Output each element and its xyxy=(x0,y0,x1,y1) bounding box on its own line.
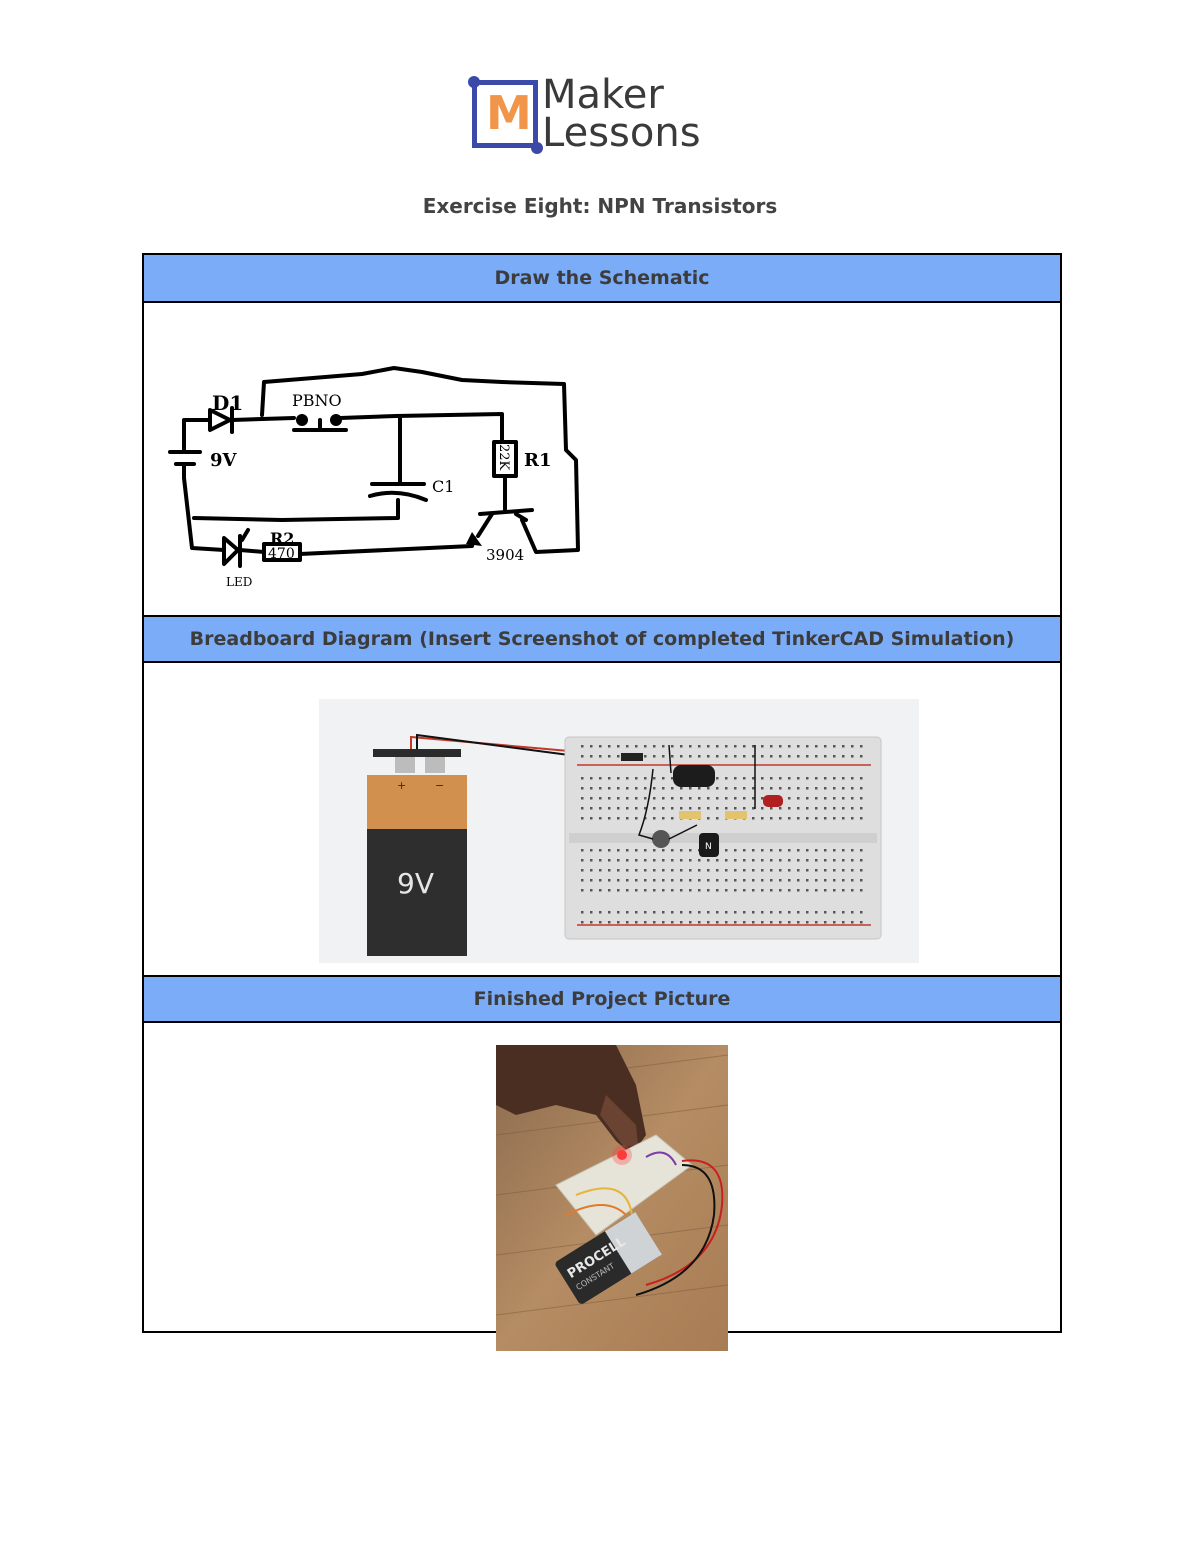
schematic-led-symbol xyxy=(222,536,240,566)
schematic-label-led: LED xyxy=(226,575,252,589)
battery-plus-sign: + xyxy=(397,779,406,792)
bb-led xyxy=(763,795,783,807)
breadboard-screenshot: + − 9V N xyxy=(319,699,919,963)
schematic-wire-battery-top xyxy=(182,418,212,452)
bb-pushbutton xyxy=(652,830,670,848)
logo-frame xyxy=(472,80,538,148)
schematic-wire-battery-bottom xyxy=(182,462,226,552)
battery-body xyxy=(367,829,467,956)
schematic-cell: D1 PBNO 9V C1 R1 22K R2 470 LED 3904 xyxy=(144,305,1060,615)
schematic-wire-diode-switch xyxy=(230,416,296,422)
page-title: Exercise Eight: NPN Transistors xyxy=(422,194,778,218)
schematic-diode-symbol xyxy=(208,408,232,432)
schematic-transistor-base xyxy=(478,508,534,516)
worksheet-table: Draw the Schematic xyxy=(142,253,1062,1333)
schematic-label-diode: D1 xyxy=(212,391,243,415)
bb-transistor-mark: N xyxy=(705,842,712,852)
schematic-capacitor-plate-2 xyxy=(368,490,428,502)
logo-line-1: Maker xyxy=(542,72,664,118)
schematic-label-r2-value: 470 xyxy=(268,546,295,562)
bb-resistor-2 xyxy=(725,811,747,819)
battery-minus-sign: − xyxy=(435,779,444,792)
schematic-wire-capacitor-return xyxy=(192,498,400,522)
breadboard-drawing: + − 9V N xyxy=(367,733,882,956)
logo-line-2: Lessons xyxy=(542,110,701,156)
logo-dot-bottom xyxy=(531,142,543,154)
schematic-wire-switch-r1 xyxy=(338,412,504,442)
bb-transistor xyxy=(699,833,719,857)
schematic-drawing: D1 PBNO 9V C1 R1 22K R2 470 LED 3904 xyxy=(168,366,580,589)
schematic-label-transistor: 3904 xyxy=(486,546,524,564)
schematic-label-r1: R1 xyxy=(524,450,551,471)
battery-top-band xyxy=(367,775,467,829)
schematic-wire-outer xyxy=(260,366,580,554)
schematic-label-r1-value: 22K xyxy=(496,444,511,471)
maker-lessons-logo: M Maker Lessons xyxy=(468,72,748,156)
logo-dot-top xyxy=(468,76,480,88)
logo-monogram: M xyxy=(486,86,532,140)
section-header-schematic: Draw the Schematic xyxy=(144,255,1060,303)
photo-battery: PROCELL CONSTANT xyxy=(555,1212,662,1304)
breadboard-holes xyxy=(581,745,863,924)
bb-diode xyxy=(621,753,643,761)
schematic-label-battery: 9V xyxy=(210,450,238,471)
schematic-wire-r2-transistor xyxy=(298,536,476,556)
bb-resistor-1 xyxy=(679,811,701,819)
section-header-breadboard: Breadboard Diagram (Insert Screenshot of… xyxy=(144,615,1060,663)
schematic-label-switch: PBNO xyxy=(292,391,342,410)
logo-wordmark: Maker Lessons xyxy=(542,72,701,156)
breadboard-cell: + − 9V N xyxy=(144,665,1060,975)
photo-led-glow xyxy=(617,1150,627,1160)
bb-capacitor xyxy=(673,765,715,787)
hand xyxy=(496,1045,646,1155)
battery-voltage-label: 9V xyxy=(397,867,434,900)
schematic-label-r2: R2 xyxy=(270,529,294,548)
schematic-label-capacitor: C1 xyxy=(432,477,454,496)
section-header-finished-project: Finished Project Picture xyxy=(144,975,1060,1023)
finished-project-photo: PROCELL CONSTANT xyxy=(496,1045,728,1351)
